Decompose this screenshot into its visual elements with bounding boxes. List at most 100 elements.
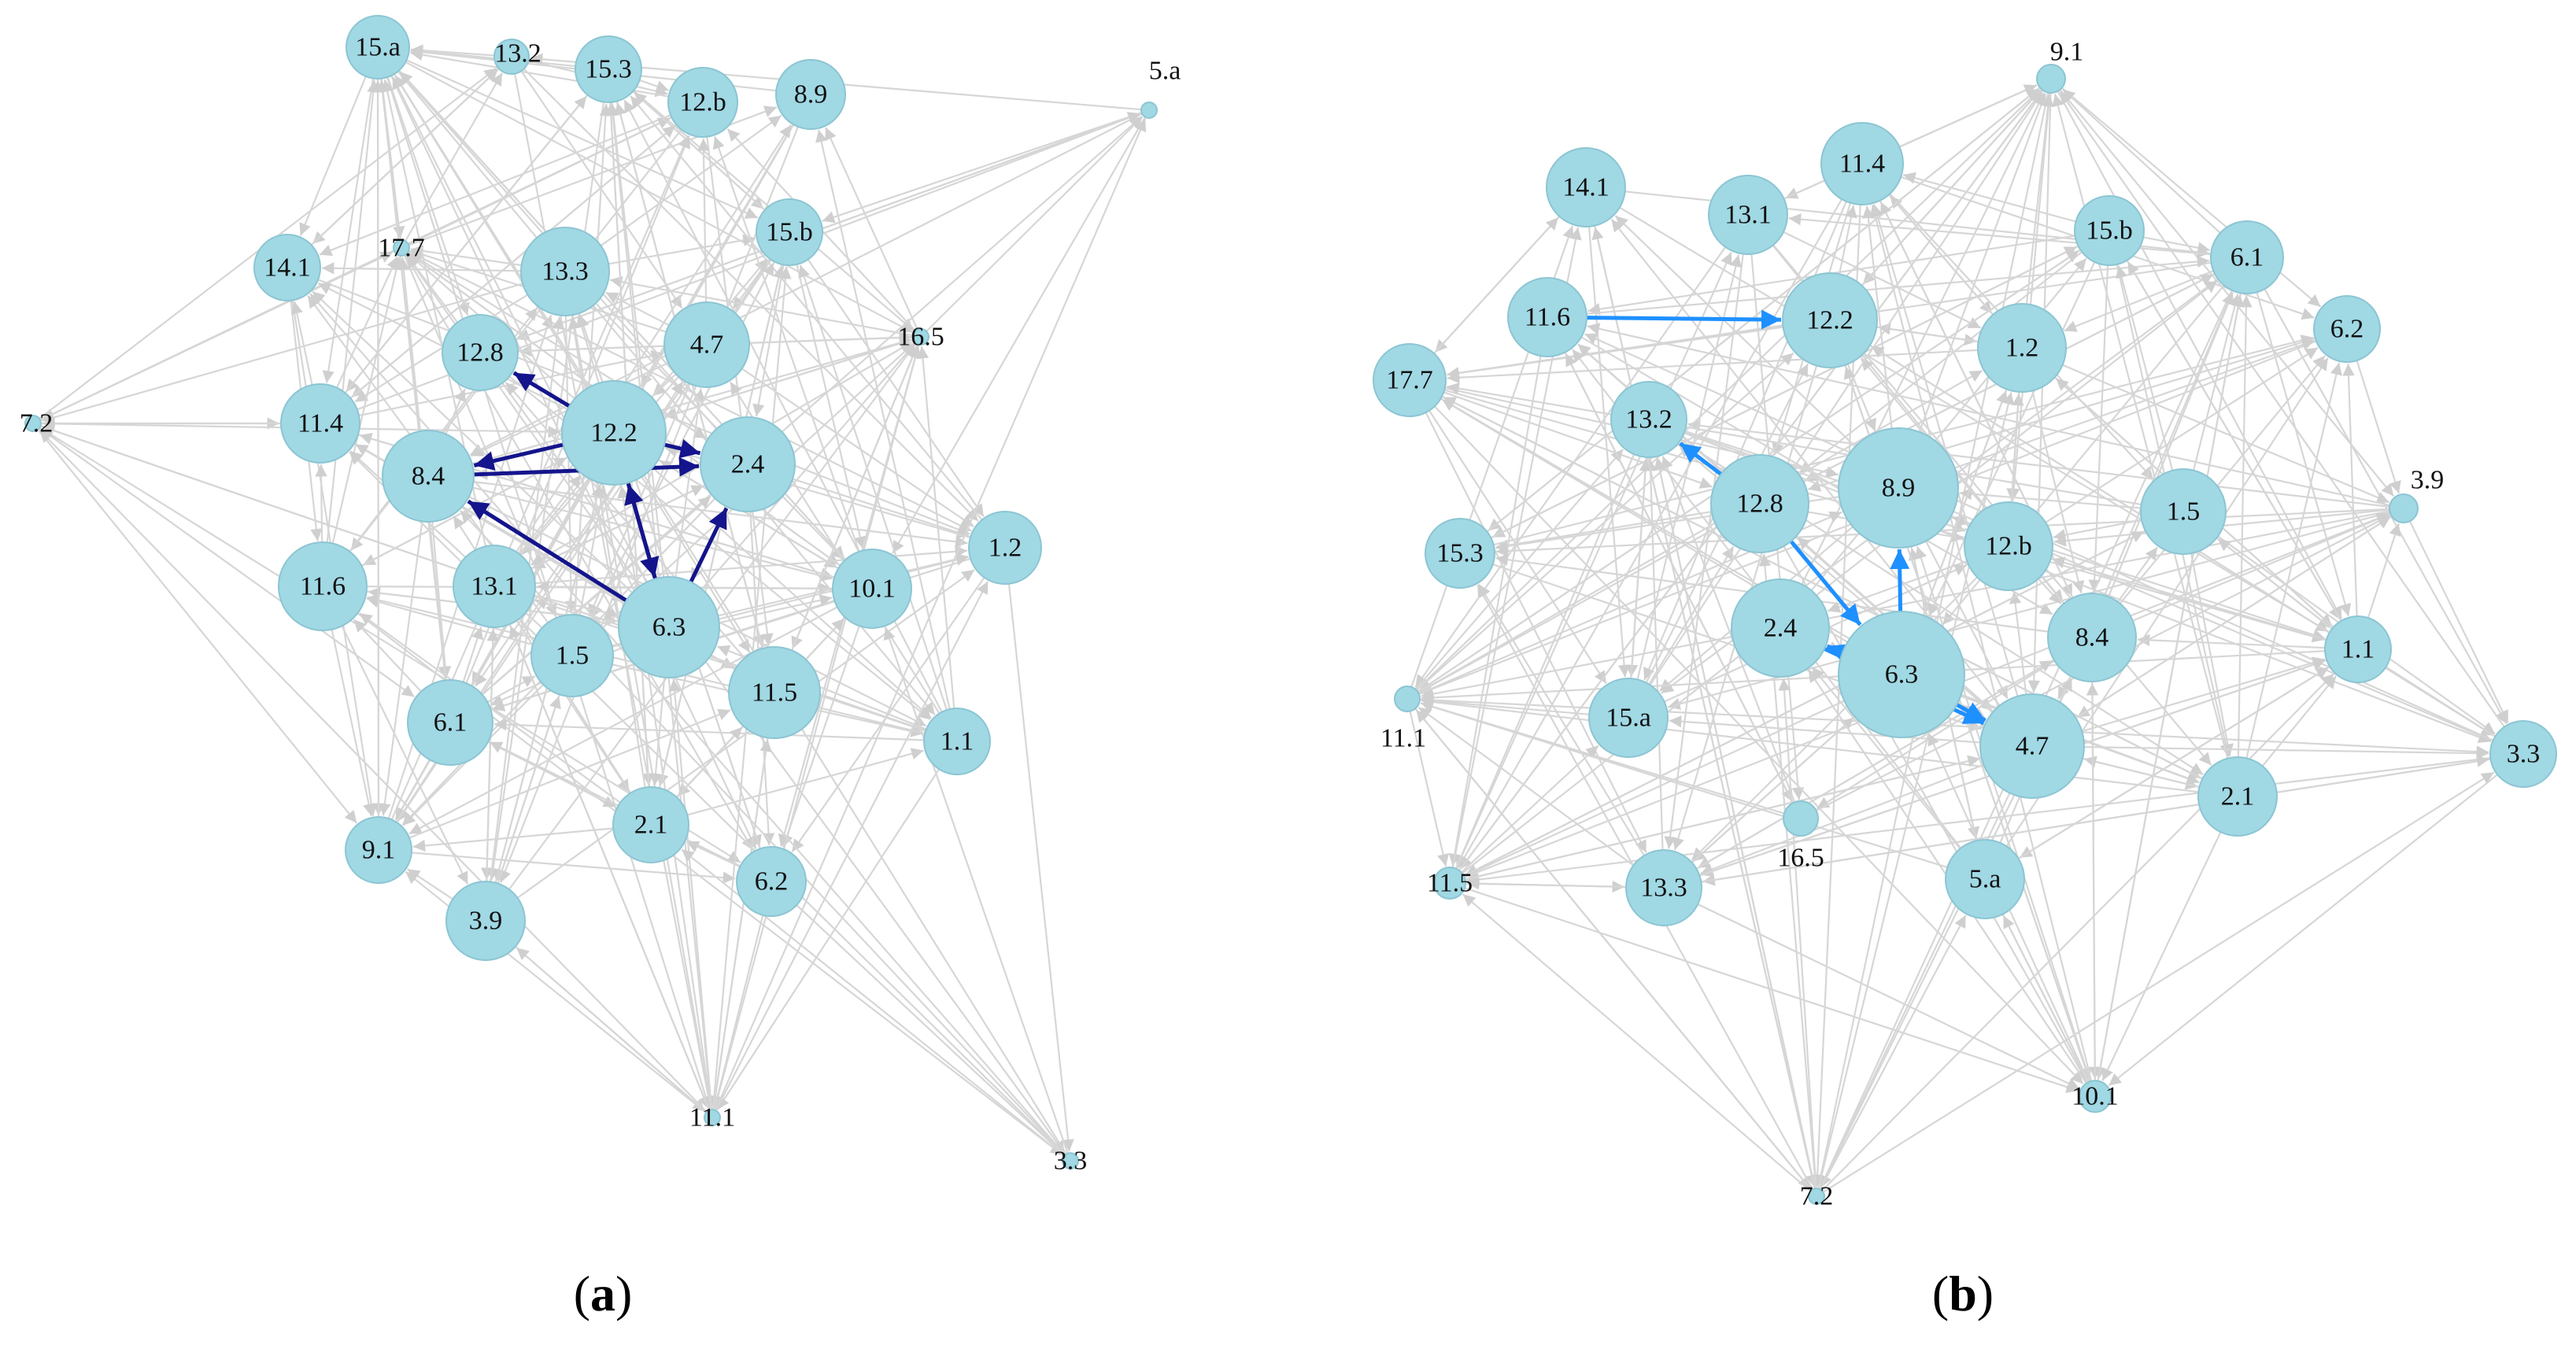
node-label: 6.1 [434,708,468,737]
node-circle [278,541,368,631]
edge-13.1-to-9.1 [1783,84,2038,200]
node-3.3: 3.3 [1054,1147,1088,1176]
edge-1.5-to-6.1 [2193,294,2242,471]
node-circle [1610,381,1687,458]
edge-12.8-to-5.a [515,112,1141,341]
edge-6.2-to-2.1 [686,841,741,868]
node-label: 12.2 [590,419,638,448]
node-label: 12.8 [456,338,504,368]
node-6.1: 6.1 [407,679,493,766]
node-label: 16.5 [1777,844,1824,873]
edge-4.7-to-13.3 [604,291,670,327]
edge-3.9-to-15.3 [1495,508,2390,557]
node-circle [2079,1080,2112,1113]
edge-3.9-to-3.3 [2408,520,2509,723]
edge-15.b-to-11.4 [1902,172,2076,223]
edge-1.1-to-16.5 [916,346,955,709]
node-label: 13.3 [1640,874,1687,903]
node-circle [453,545,536,628]
node-4.7: 4.7 [663,301,750,388]
edge-2.1-to-1.1 [687,748,924,816]
edge-3.9-to-13.1 [486,628,499,882]
node-12.8: 12.8 [442,314,519,391]
edge-13.3-to-8.9 [600,115,782,247]
edge-12.8-to-3.3 [501,383,1066,1154]
node-circle [1625,849,1702,926]
node-circle [1838,427,1959,549]
edge-11.5-to-6.1 [1462,279,2218,874]
node-circle [2197,756,2278,837]
node-label: 4.7 [2016,732,2049,761]
node-15.b: 15.b [756,198,823,266]
edge-13.1-to-1.2 [1783,231,1982,329]
edge-15.a-to-13.2 [1630,458,1652,679]
edge-13.3-to-11.5 [1466,878,1627,890]
node-12.b: 12.b [667,67,738,138]
edge-15.b-to-4.7 [732,258,771,310]
node-circle [493,39,530,75]
edge-11.5-to-13.1 [1455,252,1732,870]
edge-11.5-to-15.a [1460,745,1599,874]
node-6.1: 6.1 [2210,220,2284,294]
edge-1.2-to-8.4 [2031,390,2085,593]
node-circle [24,415,42,432]
edge-16.5-to-5.a [926,116,1144,332]
edge-1.2-to-11.4 [1889,195,1994,316]
node-4.7: 4.7 [1979,693,2085,799]
node-3.3: 3.3 [2489,720,2557,788]
edge-17.7-to-14.1 [1433,216,1559,354]
node-label: 13.1 [1724,201,1772,230]
node-label: 10.1 [848,575,896,604]
edge-14.1-to-15.a [1587,226,1631,678]
node-circle [912,328,930,346]
highlighted-edge-6.3-to-2.4 [1826,644,1850,663]
edge-1.5-to-2.1 [2190,553,2234,757]
node-2.1: 2.1 [2197,756,2278,837]
node-label: 11.1 [1380,724,1426,753]
node-circle [1546,147,1626,227]
node-label: 2.4 [1764,614,1798,643]
node-12.2: 12.2 [1782,272,1878,368]
edge-6.3-to-15.3 [607,103,665,578]
edge-13.2-to-15.a [410,44,495,57]
node-circle [1373,343,1447,417]
edge-6.3-to-4.7 [674,388,706,578]
node-8.4: 8.4 [382,430,475,523]
edge-5.a-to-1.1 [2018,667,2330,859]
node-6.2: 6.2 [2313,295,2381,363]
node-circle [923,708,991,775]
node-15.a: 15.a [346,15,410,79]
node-label: 1.5 [2167,497,2201,527]
node-12.2: 12.2 [561,380,667,486]
node-circle [2324,615,2392,683]
edge-6.1-to-1.2 [2064,270,2214,332]
edge-5.a-to-10.1 [892,116,1146,554]
edge-4.7-to-3.3 [2083,746,2489,760]
edge-11.1-to-13.2 [1414,449,1624,690]
edge-11.1-to-7.2 [39,429,708,1113]
edge-13.2-to-3.3 [1683,432,2492,743]
node-label: 15.3 [1436,539,1484,568]
node-label: 11.6 [1525,303,1570,332]
edge-13.1-to-2.4 [530,484,704,570]
node-circle [832,549,912,629]
edge-10.1-to-12.b [712,136,860,553]
edge-2.1-to-17.7 [1443,396,2203,780]
edge-13.3-to-11.4 [354,294,528,403]
edge-8.9-to-4.7 [1925,540,2009,700]
node-circle [520,227,610,316]
node-circle [618,576,720,678]
edge-13.1-to-6.3 [534,594,619,619]
edge-13.3-to-17.7 [410,245,522,267]
node-circle [575,35,642,103]
edge-15.3-to-12.b [639,79,669,93]
node-6.3: 6.3 [1838,611,1965,738]
node-circle [728,646,821,739]
node-label: 6.2 [2330,315,2364,344]
edge-11.6-to-11.5 [1448,356,1542,867]
edge-14.1-to-13.2 [310,68,499,246]
edge-10.1-to-6.1 [2097,294,2245,1081]
node-circle [756,198,823,266]
